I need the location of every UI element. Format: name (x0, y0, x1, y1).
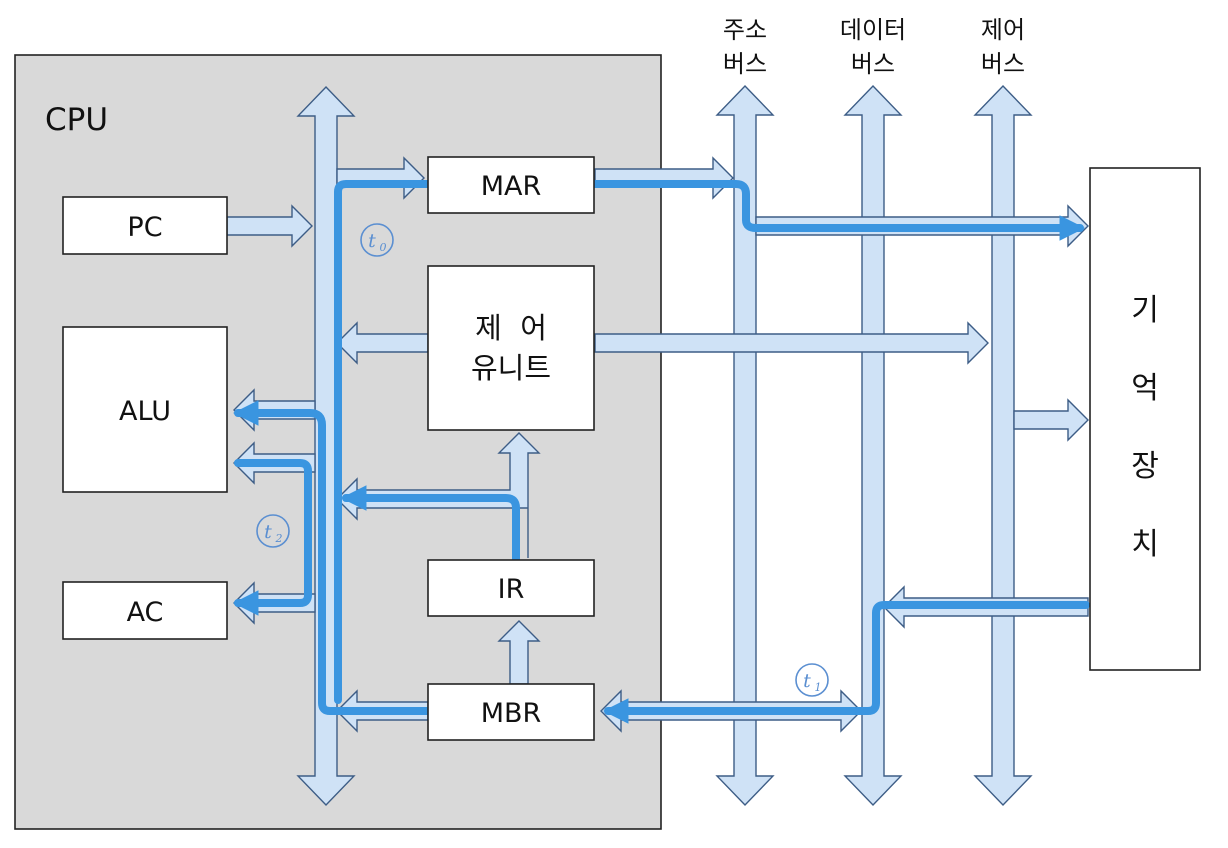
mbr-label: MBR (481, 698, 542, 729)
memory-label-char-1: 기 (1131, 293, 1159, 328)
t2-marker: t 2 (256, 514, 290, 548)
svg-text:0: 0 (380, 241, 387, 254)
t2-flow-path-ir (340, 485, 520, 564)
pc-register (62, 196, 228, 255)
svg-text:1: 1 (815, 681, 822, 694)
control-bus-label-line1: 제어 (981, 16, 1025, 44)
pc-to-bus-arrow (226, 204, 313, 248)
control-bus-label-line2: 버스 (981, 50, 1025, 78)
alu-label: ALU (119, 396, 171, 427)
memory-label-char-4: 치 (1131, 527, 1159, 562)
ir-register (427, 559, 595, 617)
control-bus-to-memory-arrow (1013, 398, 1089, 442)
data-bus (843, 84, 903, 807)
address-bus-label-line1: 주소 (723, 16, 767, 44)
mbr-to-ir-arrow (497, 620, 541, 685)
data-bus-label-line2: 버스 (851, 50, 895, 78)
mar-label: MAR (481, 171, 542, 202)
svg-text:t: t (803, 670, 811, 692)
memory-label-char-2: 억 (1131, 371, 1159, 406)
control-unit-to-control-bus-arrow (594, 321, 989, 365)
address-bus (715, 84, 775, 807)
cpu-label: CPU (45, 102, 108, 138)
t2-flow-path-ac (232, 459, 312, 616)
control-bus (973, 84, 1033, 807)
control-unit-label-line1: 제 어 (475, 311, 547, 345)
control-unit-to-bus-arrow (336, 321, 429, 365)
svg-text:t: t (368, 230, 376, 252)
mbr-register (427, 683, 595, 741)
pc-label: PC (127, 212, 162, 243)
t1-flow-path (602, 601, 1090, 724)
ir-label: IR (498, 574, 525, 605)
t2-flow-path-mbr (232, 400, 432, 715)
alu-unit (62, 326, 228, 493)
control-unit-label-line2: 유니트 (471, 351, 551, 385)
ac-register (62, 581, 228, 640)
memory-label-char-3: 장 (1131, 449, 1159, 484)
ac-label: AC (127, 597, 164, 628)
control-unit (427, 265, 595, 431)
data-bus-label-line1: 데이터 (840, 16, 906, 44)
t1-marker: t 1 (795, 663, 829, 697)
svg-text:t: t (264, 521, 272, 543)
t0-flow-path (334, 180, 1086, 704)
mar-register (427, 156, 595, 214)
svg-text:2: 2 (275, 532, 283, 545)
address-bus-label-line2: 버스 (723, 50, 767, 78)
t0-marker: t 0 (360, 223, 394, 257)
memory-unit (1089, 167, 1201, 671)
